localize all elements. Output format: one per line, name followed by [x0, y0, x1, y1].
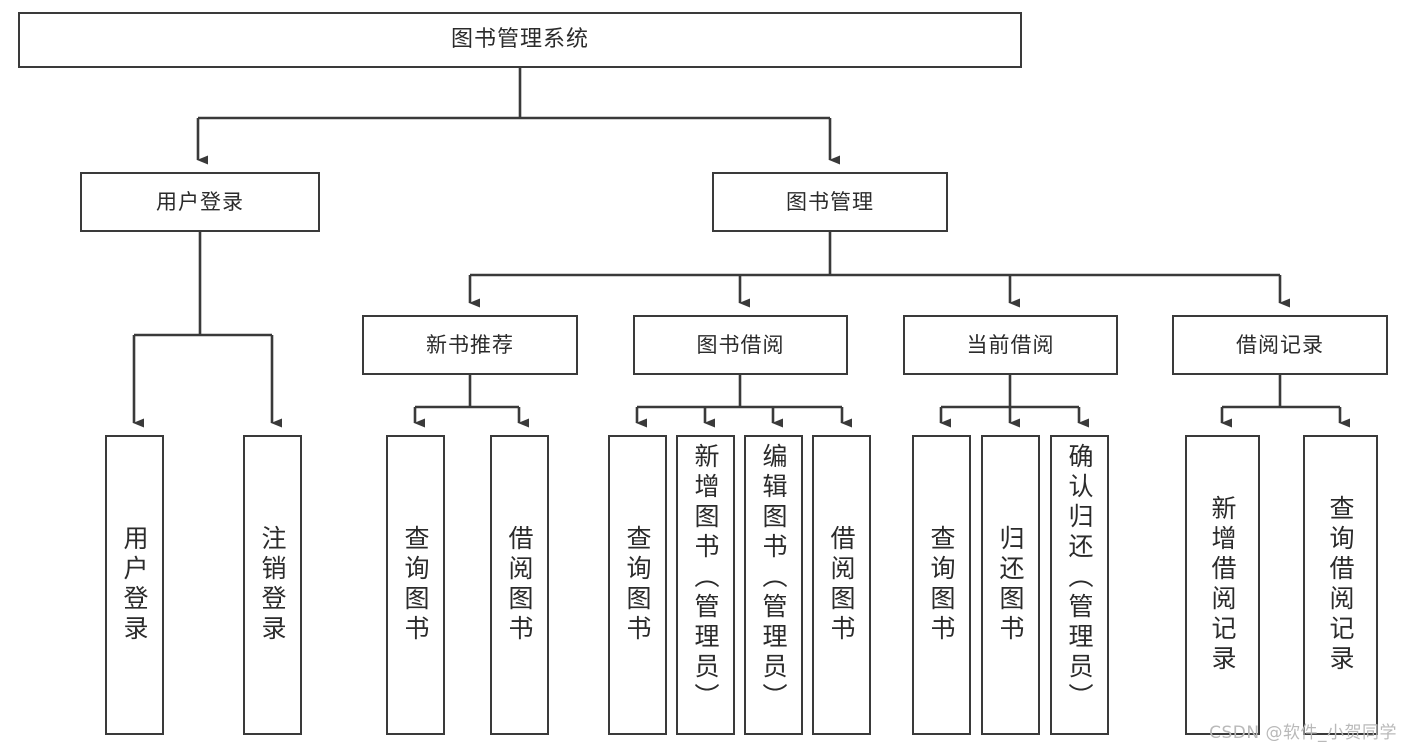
node-label: 注销登录: [258, 525, 287, 645]
leaf-query-borrow-record[interactable]: 查询借阅记录: [1303, 435, 1378, 735]
leaf-query-book-borrow[interactable]: 查询图书: [608, 435, 667, 735]
node-label: 借阅图书: [827, 525, 856, 645]
node-label: 用户登录: [120, 525, 149, 645]
node-label: 借阅记录: [1236, 332, 1324, 357]
node-label: 查询图书: [401, 525, 430, 645]
node-label: 查询借阅记录: [1326, 495, 1355, 675]
leaf-user-login[interactable]: 用户登录: [105, 435, 164, 735]
node-user-login[interactable]: 用户登录: [80, 172, 320, 232]
leaf-query-book-current[interactable]: 查询图书: [912, 435, 971, 735]
node-label: 图书管理系统: [450, 27, 589, 53]
leaf-query-book-recommend[interactable]: 查询图书: [386, 435, 445, 735]
node-label: 图书管理: [786, 189, 874, 214]
node-new-book-recommend[interactable]: 新书推荐: [362, 315, 578, 375]
node-label: 编辑图书（管理员）: [759, 443, 788, 713]
node-current-borrow[interactable]: 当前借阅: [903, 315, 1118, 375]
leaf-add-borrow-record[interactable]: 新增借阅记录: [1185, 435, 1260, 735]
leaf-borrow-book-recommend[interactable]: 借阅图书: [490, 435, 549, 735]
node-label: 图书借阅: [696, 332, 785, 357]
node-label: 新增借阅记录: [1208, 495, 1237, 675]
node-label: 当前借阅: [966, 332, 1055, 357]
leaf-confirm-return-admin[interactable]: 确认归还（管理员）: [1050, 435, 1109, 735]
node-label: 用户登录: [156, 189, 244, 214]
leaf-borrow-book[interactable]: 借阅图书: [812, 435, 871, 735]
node-book-management[interactable]: 图书管理: [712, 172, 948, 232]
node-label: 归还图书: [996, 525, 1025, 645]
node-label: 借阅图书: [505, 525, 534, 645]
node-root-system[interactable]: 图书管理系统: [18, 12, 1022, 68]
node-label: 查询图书: [623, 525, 652, 645]
node-label: 查询图书: [927, 525, 956, 645]
leaf-return-book[interactable]: 归还图书: [981, 435, 1040, 735]
node-label: 新增图书（管理员）: [691, 443, 720, 713]
leaf-add-book-admin[interactable]: 新增图书（管理员）: [676, 435, 735, 735]
node-label: 确认归还（管理员）: [1065, 443, 1094, 713]
node-book-borrow[interactable]: 图书借阅: [633, 315, 848, 375]
node-borrow-record[interactable]: 借阅记录: [1172, 315, 1388, 375]
leaf-edit-book-admin[interactable]: 编辑图书（管理员）: [744, 435, 803, 735]
node-label: 新书推荐: [426, 332, 514, 357]
leaf-user-logout[interactable]: 注销登录: [243, 435, 302, 735]
